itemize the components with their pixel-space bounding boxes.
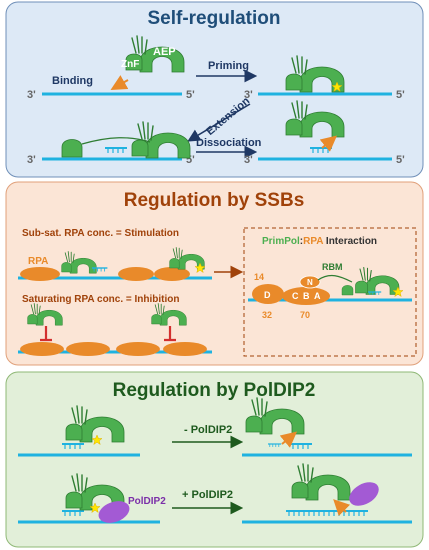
inset-title-colon: : [300,236,303,247]
release-arrow-3 [333,499,351,517]
rpa-b-label: B [303,291,310,301]
rpa-n-label: N [307,278,313,287]
inset-title: PrimPol:RPA Interaction [262,236,377,247]
rpa-protein-icon-2 [118,267,154,281]
rpa-protein-icon-3 [154,267,190,281]
binding-arrow [110,75,129,90]
rpa-a-label: A [314,291,321,301]
ssb-title: Regulation by SSBs [124,190,305,211]
poldip2-title: Regulation by PolDIP2 [113,380,316,401]
priming-label: Priming [208,60,249,72]
inset-title-rest: Interaction [323,236,377,247]
znf-lobe-icon [61,139,83,158]
znf-label: ZnF [121,59,139,70]
release-arrow-2 [279,431,298,448]
poldip2-name-label: PolDIP2 [128,496,166,507]
inhibit-bar-icon [40,326,52,342]
ssb-panel: Regulation by SSBs Sub-sat. RPA conc. = … [5,181,424,366]
rbm-label: RBM [322,262,343,272]
release-arrow [319,135,338,152]
interaction-inset [243,227,417,357]
inhibition-label: Saturating RPA conc. = Inhibition [22,294,180,305]
self-regulation-panel: Self-regulation 3' 5' ZnF AEP Binding Pr… [5,1,424,178]
binding-label: Binding [52,75,93,87]
aep-label: AEP [153,46,176,58]
inhibit-bar-icon-2 [164,326,176,342]
rpa14-label: 14 [254,272,264,282]
rbm-linker [317,274,353,283]
rpa-protein-icon-5 [66,342,110,356]
rpa-domain-cba [282,287,330,305]
rpa70-label: 70 [300,310,310,320]
rpa-protein-icon [20,267,60,281]
stimulation-label: Sub-sat. RPA conc. = Stimulation [22,228,179,239]
rpa-c-label: C [292,291,299,301]
rpa32-label: 32 [262,310,272,320]
rpa-protein-icon-6 [116,342,160,356]
rpa-protein-icon-7 [163,342,207,356]
dissociation-label: Dissociation [196,137,262,149]
five-prime-label-4: 5' [396,154,405,166]
inset-title-rpa: RPA [303,236,323,247]
self-regulation-title: Self-regulation [147,8,280,29]
poldip2-protein-icon [98,501,130,523]
rpa-label: RPA [28,256,48,267]
rpa-d-label: D [264,290,271,300]
five-prime-label: 5' [186,89,195,101]
three-prime-label-3: 3' [27,154,36,166]
plus-poldip2-label: + PolDIP2 [182,489,233,501]
minus-poldip2-label: - PolDIP2 [184,424,232,436]
extension-arrow [187,103,251,142]
poldip2-panel: Regulation by PolDIP2 - PolDIP2 PolDIP2 … [5,371,424,548]
poldip2-protein-icon-2 [349,482,379,506]
linker-line [81,137,151,145]
three-prime-label-2: 3' [244,89,253,101]
rpa-domain-d [252,284,284,304]
five-prime-label-2: 5' [396,89,405,101]
znf-lobe-icon-2 [341,285,354,296]
inset-title-primpol: PrimPol [262,236,300,247]
five-prime-label-3: 5' [186,154,195,166]
rpa-domain-n [299,275,321,289]
three-prime-label-4: 3' [244,154,253,166]
rpa-protein-icon-4 [20,342,64,356]
three-prime-label: 3' [27,89,36,101]
